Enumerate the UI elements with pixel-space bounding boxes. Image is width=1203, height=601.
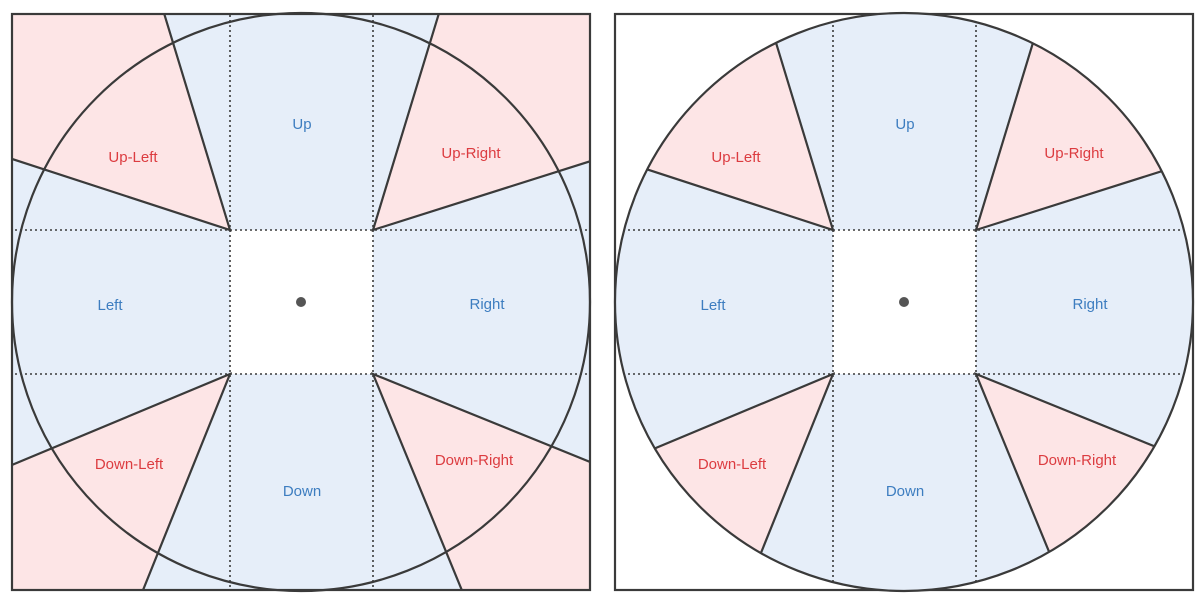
joystick-range-circle bbox=[613, 11, 1195, 593]
label-down: Down bbox=[283, 483, 321, 500]
center-dot bbox=[296, 297, 306, 307]
label-down-left: Down-Left bbox=[698, 456, 767, 473]
label-up-right: Up-Right bbox=[441, 145, 501, 162]
up-right-zone bbox=[373, 14, 590, 230]
label-up-right: Up-Right bbox=[1044, 145, 1104, 162]
grid-dotted-lines bbox=[12, 14, 590, 590]
label-right: Right bbox=[469, 296, 505, 313]
down-right-zone bbox=[373, 374, 590, 590]
label-up-left: Up-Left bbox=[108, 149, 158, 166]
panel-left: Up Down Left Right Up-Left Up-Right Down… bbox=[10, 11, 592, 593]
zone-boundary-lines bbox=[615, 13, 1193, 591]
label-left: Left bbox=[700, 297, 726, 314]
label-up: Up bbox=[895, 116, 914, 133]
label-down-right: Down-Right bbox=[435, 452, 514, 469]
label-down: Down bbox=[886, 483, 924, 500]
label-down-left: Down-Left bbox=[95, 456, 164, 473]
label-up: Up bbox=[292, 116, 311, 133]
label-right: Right bbox=[1072, 296, 1108, 313]
label-left: Left bbox=[97, 297, 123, 314]
label-down-right: Down-Right bbox=[1038, 452, 1117, 469]
label-up-left: Up-Left bbox=[711, 149, 761, 166]
zone-boundary-lines bbox=[12, 14, 590, 590]
panel-right: Up Down Left Right Up-Left Up-Right Down… bbox=[613, 11, 1195, 593]
center-dot bbox=[899, 297, 909, 307]
panel-frame bbox=[10, 12, 592, 592]
down-left-zone bbox=[12, 374, 230, 590]
grid-dotted-lines bbox=[615, 13, 1193, 591]
